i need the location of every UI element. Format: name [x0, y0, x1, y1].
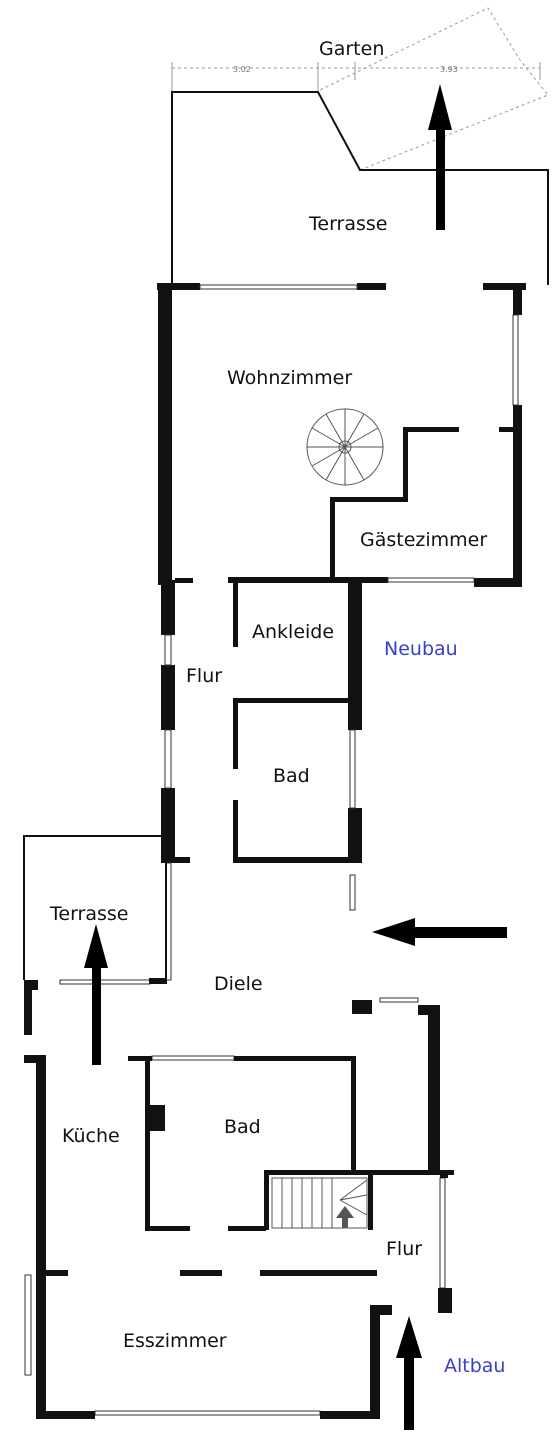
arrow-neubau-entrance: [372, 918, 507, 946]
label-flur-top: Flur: [186, 665, 222, 687]
label-diele: Diele: [214, 973, 263, 995]
dimension-ticks: [171, 62, 541, 92]
arrow-terrace-left: [84, 924, 108, 1065]
label-ankleide: Ankleide: [252, 621, 334, 643]
dimension-right: 3.93: [440, 65, 458, 74]
walls-neubau: [157, 283, 526, 863]
label-altbau: Altbau: [444, 1355, 505, 1377]
label-terrasse-top: Terrasse: [308, 213, 388, 235]
dimension-left: 3.02: [233, 65, 251, 74]
windows: [24, 284, 519, 1416]
spiral-staircase: [306, 408, 384, 486]
label-bad-top: Bad: [273, 765, 310, 787]
arrow-garden: [428, 84, 452, 230]
label-gaestezimmer: Gästezimmer: [360, 529, 487, 551]
stair-up-arrow: [336, 1206, 354, 1228]
label-terrasse-left: Terrasse: [49, 903, 129, 925]
label-esszimmer: Esszimmer: [123, 1330, 227, 1352]
label-bad-bottom: Bad: [224, 1116, 261, 1138]
garden-projection: [172, 7, 549, 171]
label-wohnzimmer: Wohnzimmer: [227, 367, 352, 389]
label-garten: Garten: [319, 38, 384, 60]
arrow-altbau-entrance: [396, 1316, 422, 1430]
label-flur-bottom: Flur: [386, 1238, 422, 1260]
label-neubau: Neubau: [384, 638, 458, 660]
label-kueche: Küche: [62, 1125, 120, 1147]
terrace-left-outline: [23, 835, 167, 980]
walls-altbau: [24, 978, 454, 1419]
straight-staircase: [271, 1177, 368, 1229]
terrace-top-outline: [171, 91, 549, 285]
